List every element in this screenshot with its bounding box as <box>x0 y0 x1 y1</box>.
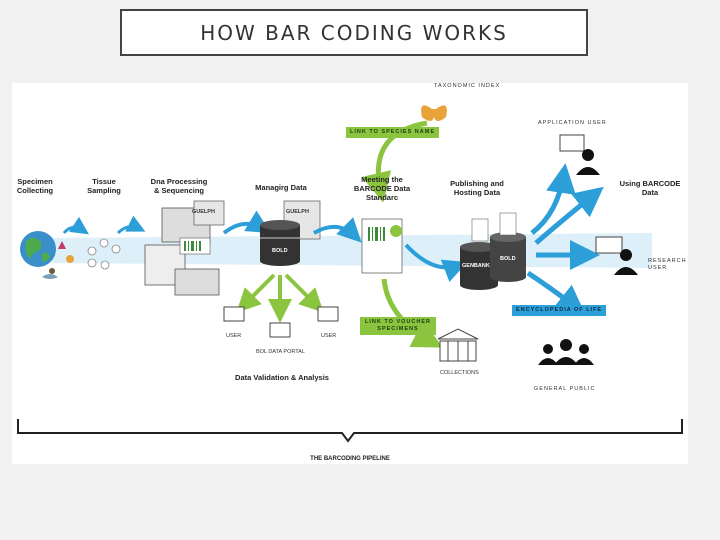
stage-dna-label: Dna Processing & Sequencing <box>150 177 208 195</box>
user-monitor-icons <box>223 134 623 338</box>
specimen-icons <box>42 241 74 279</box>
pipeline-bracket <box>17 419 683 443</box>
research-user-label: RESEARCH USER <box>648 258 687 271</box>
encyclopedia-tag: ENCYCLOPEDIA OF LIFE <box>512 305 607 316</box>
stage-meeting-label: Meeting the BARCODE Data Standarc <box>353 175 411 202</box>
arrow-standard-to-voucher <box>381 278 443 348</box>
collections-building-icon <box>437 328 479 362</box>
application-user-label: APPLICATION USER <box>538 120 607 126</box>
guelph-label-1: GUELPH <box>192 209 215 215</box>
stage-specimen-label: Specimen Collecting <box>16 177 54 195</box>
stage-publishing-label: Publishing and Hosting Data <box>450 179 504 197</box>
link-voucher-tag: LINK TO VOUCHER SPECIMENS <box>360 317 436 335</box>
taxonomic-index-label: TAXONOMIC INDEX <box>434 83 501 89</box>
link-species-tag: LINK TO SPECIES NAME <box>346 127 439 138</box>
guelph-label-2: GUELPH <box>286 209 309 215</box>
distribution-arrows <box>526 163 604 316</box>
arrow-bold-to-standard <box>312 217 362 243</box>
guelph-building-1 <box>193 200 225 226</box>
arrow-specimen-to-tissue <box>62 216 89 235</box>
barcoding-diagram: Specimen Collecting Tissue Sampling Dna … <box>12 83 688 464</box>
stage-tissue-label: Tissue Sampling <box>87 177 121 195</box>
bold-label-1: BOLD <box>272 248 288 254</box>
user-label-1: USER <box>226 333 242 339</box>
collections-label: COLLECTIONS <box>440 370 479 376</box>
stage-using-label: Using BARCODE Data <box>619 179 681 197</box>
diagram-graphics <box>17 105 683 443</box>
genbank-bold-databases <box>460 212 526 290</box>
light-beam <box>52 233 652 268</box>
validation-label: Data Validation & Analysis <box>235 373 329 382</box>
genbank-label: GENBANK <box>462 263 490 269</box>
globe-icon <box>20 231 56 267</box>
bol-portal-label: BOL DATA PORTAL <box>256 349 305 355</box>
barcode-standard-document <box>361 218 403 274</box>
butterfly-icon <box>421 105 447 121</box>
arrow-tissue-to-dna <box>116 215 146 235</box>
arrow-standard-to-genbank <box>404 243 468 282</box>
slide-title: HOW BAR CODING WORKS <box>200 20 508 45</box>
person-icons <box>538 149 638 365</box>
slide-title-box: HOW BAR CODING WORKS <box>120 9 588 56</box>
bold-label-2: BOLD <box>500 256 516 262</box>
general-public-label: GENERAL PUBLIC <box>534 386 596 392</box>
stage-managing-label: Managirg Data <box>255 183 307 192</box>
validation-arrows <box>236 273 324 323</box>
bold-database-icon <box>260 220 300 266</box>
user-label-2: USER <box>321 333 337 339</box>
pipeline-label: THE BARCODING PIPELINE <box>310 456 390 462</box>
tissue-sample-icons <box>87 238 121 270</box>
arrow-taxonomic-to-standard <box>361 120 428 203</box>
arrow-dna-to-bold <box>222 210 271 235</box>
